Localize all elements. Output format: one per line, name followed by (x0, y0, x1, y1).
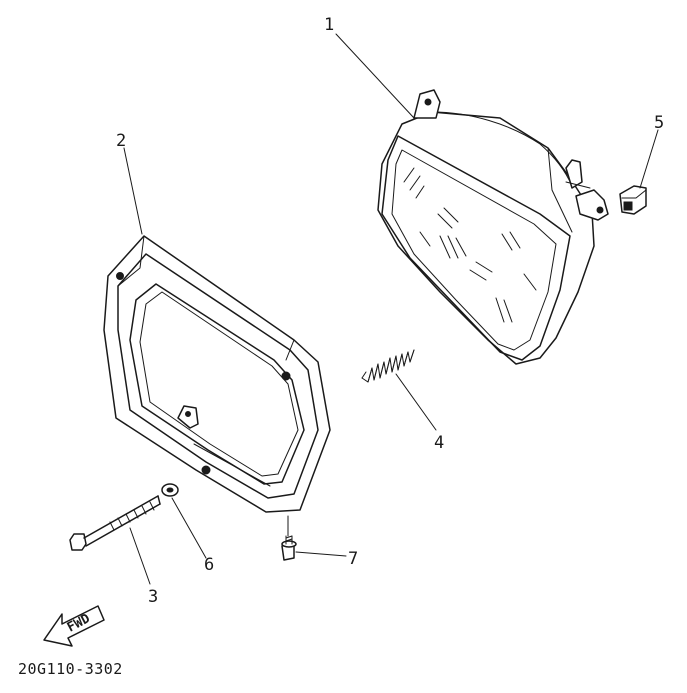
callout-3: 3 (148, 587, 158, 607)
headlight-unit (377, 89, 609, 365)
leader-lines (123, 33, 659, 585)
callout-7: 7 (348, 549, 358, 569)
callout-1: 1 (324, 15, 334, 35)
callout-5: 5 (654, 113, 664, 133)
washer (161, 483, 179, 497)
callout-2: 2 (116, 131, 126, 151)
adjusting-bolt (69, 495, 161, 551)
mounting-screw (281, 535, 297, 561)
callout-4: 4 (434, 433, 444, 453)
callout-6: 6 (204, 555, 214, 575)
adjusting-spring (361, 349, 415, 383)
headlight-rim (103, 235, 331, 513)
forward-arrow: FWD (43, 605, 105, 647)
part-code: 20G110-3302 (18, 660, 123, 678)
bulb-socket (619, 185, 647, 215)
